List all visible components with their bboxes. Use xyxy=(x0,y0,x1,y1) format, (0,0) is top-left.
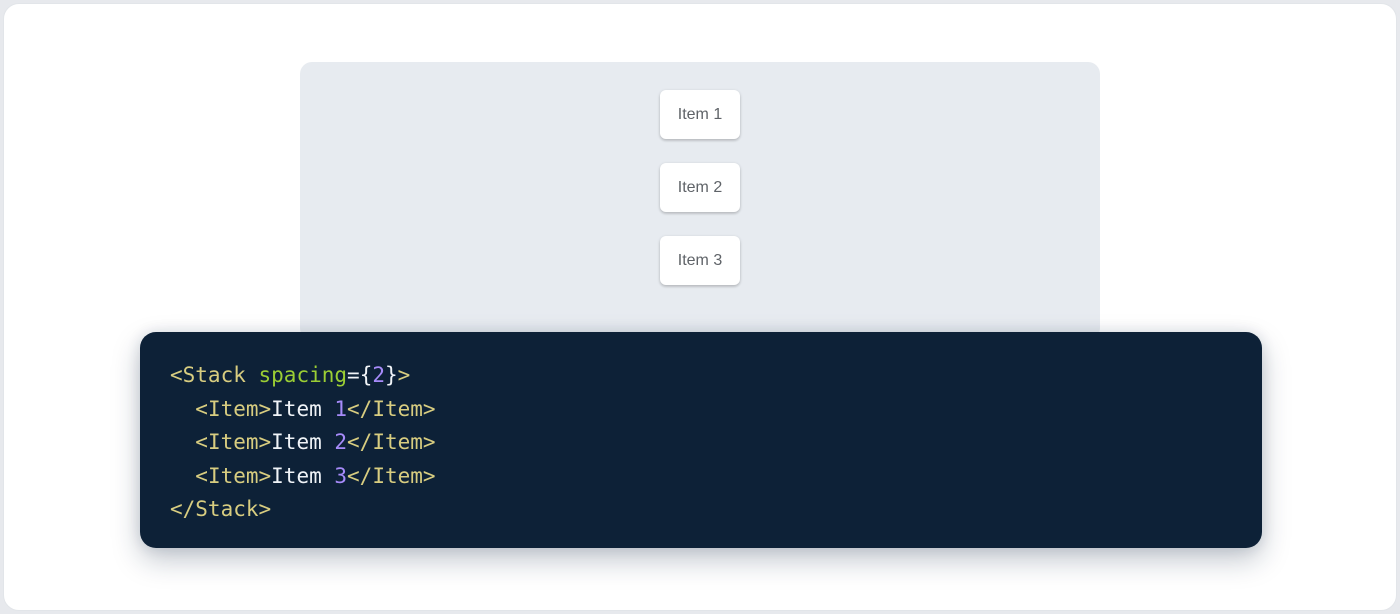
code-block: <Stack spacing={2}> <Item>Item 1</Item> … xyxy=(140,332,1262,548)
code-token: </Item> xyxy=(347,396,436,421)
code-token: <Item> xyxy=(195,463,272,488)
code-line: <Stack spacing={2}> xyxy=(170,359,1232,393)
code-token: <Stack xyxy=(170,363,259,387)
stack-item: Item 1 xyxy=(660,90,740,139)
code-line: <Item>Item 3</Item> xyxy=(170,460,1232,494)
code-token xyxy=(170,397,195,421)
code-token: 2 xyxy=(372,363,385,387)
code-line: <Item>Item 1</Item> xyxy=(170,393,1232,427)
code-token: = xyxy=(347,363,360,387)
code-token: > xyxy=(397,363,411,387)
code-token: </Item> xyxy=(347,430,436,454)
code-line: </Stack> xyxy=(170,493,1232,527)
code-token: 1 xyxy=(334,396,348,421)
code-token: 2 xyxy=(334,430,348,454)
code-token: Item xyxy=(271,463,335,488)
code-token: { xyxy=(359,363,373,387)
code-token: Item xyxy=(271,396,335,421)
code-token xyxy=(170,430,195,454)
code-token: } xyxy=(385,363,398,387)
code-token xyxy=(170,464,195,488)
stack-item: Item 2 xyxy=(660,163,740,212)
stack-demo-panel: Item 1 Item 2 Item 3 xyxy=(300,62,1100,340)
code-line: <Item>Item 2</Item> xyxy=(170,426,1232,460)
code-token: <Item> xyxy=(195,396,272,421)
stack-item-label: Item 2 xyxy=(677,178,723,196)
code-token: Item xyxy=(271,430,335,454)
stack-container: Item 1 Item 2 Item 3 xyxy=(300,62,1100,285)
code-token: spacing xyxy=(258,363,348,387)
code-token: <Item> xyxy=(195,430,272,454)
code-token: </Item> xyxy=(347,463,436,488)
code-token: </Stack> xyxy=(170,497,272,521)
code-token: 3 xyxy=(334,463,348,488)
stack-item-label: Item 3 xyxy=(677,251,723,269)
stack-item-label: Item 1 xyxy=(677,105,723,123)
stack-item: Item 3 xyxy=(660,236,740,285)
